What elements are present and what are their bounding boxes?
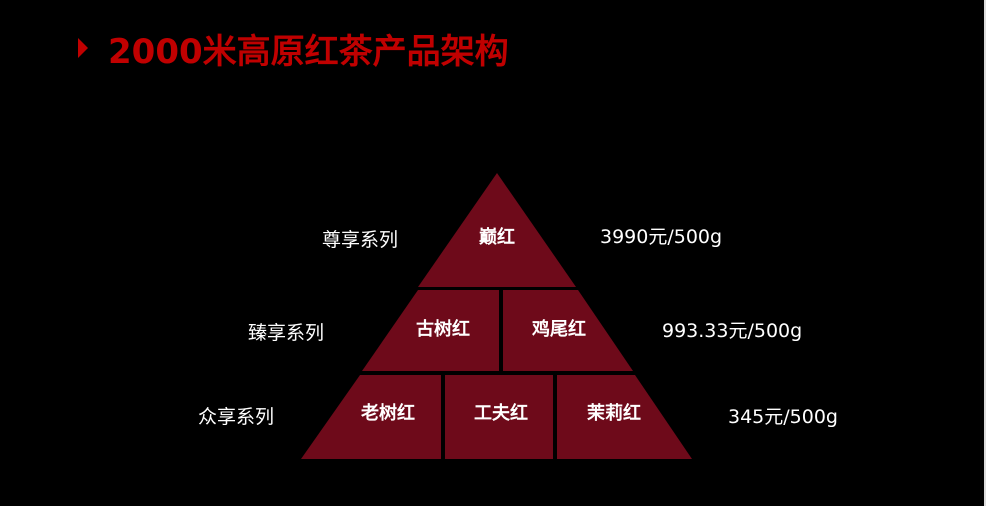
page-title: 2000米高原红茶产品架构 [108,32,509,72]
series-label-popular: 众享系列 [198,406,275,428]
product-gongfuhong: 工夫红 [474,402,528,424]
product-jiweihong: 鸡尾红 [531,318,586,340]
pyramid-block-gushuhong [362,290,499,371]
product-molihong: 茉莉红 [587,402,641,424]
pyramid-block-laoshuhong [301,375,441,459]
price-select: 993.33元/500g [662,320,803,342]
title-arrow-icon [78,38,88,58]
series-label-select: 臻享系列 [248,322,325,344]
slide-border [984,0,986,506]
pyramid-block-molihong [557,375,692,459]
product-laoshuhong: 老树红 [361,402,415,424]
series-label-premium: 尊享系列 [322,229,399,251]
price-premium: 3990元/500g [600,226,723,248]
product-gushuhong: 古树红 [416,318,470,340]
product-dianhong: 巅红 [479,226,515,248]
pyramid-block-jiweihong [503,290,633,371]
price-popular: 345元/500g [728,406,838,428]
pyramid-tier-top [418,173,576,287]
pyramid-block-gongfuhong [445,375,553,459]
